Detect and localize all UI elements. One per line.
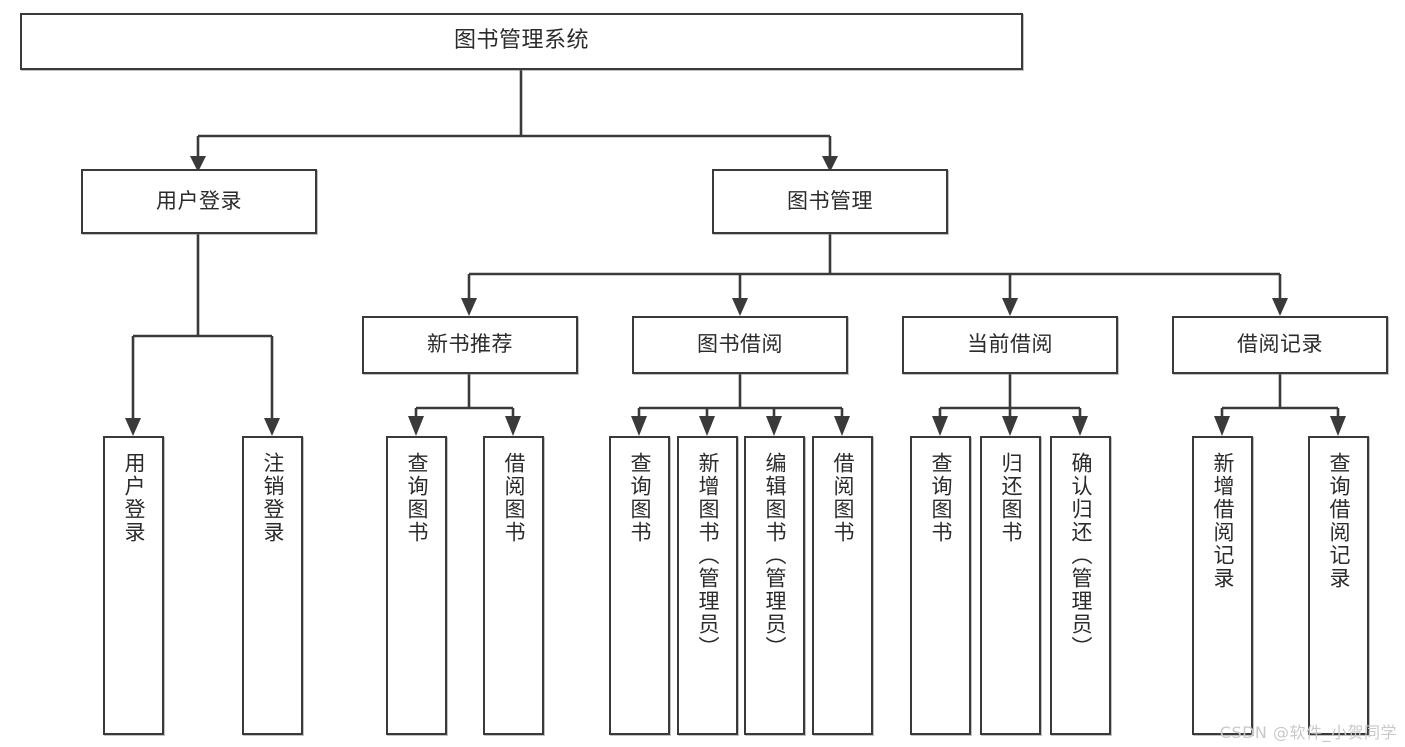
node-user-login[interactable]: 用户登录: [81, 169, 317, 234]
leaf-borrow-edit-book[interactable]: 编辑图书（管理员）: [744, 436, 805, 735]
node-label: 借阅图书: [502, 452, 526, 544]
node-new-book-recommend[interactable]: 新书推荐: [362, 316, 578, 374]
node-root[interactable]: 图书管理系统: [20, 13, 1023, 70]
node-label: 新书推荐: [427, 332, 513, 357]
node-label: 借阅记录: [1237, 332, 1323, 357]
leaf-records-query-record[interactable]: 查询借阅记录: [1308, 436, 1369, 735]
node-label: 注销登录: [261, 452, 285, 544]
leaf-new-book-query[interactable]: 查询图书: [386, 436, 447, 735]
node-label: 查询图书: [405, 452, 429, 544]
node-borrow-records[interactable]: 借阅记录: [1172, 316, 1388, 374]
leaf-current-query-book[interactable]: 查询图书: [910, 436, 971, 735]
node-book-borrow[interactable]: 图书借阅: [632, 316, 848, 374]
leaf-current-return-book[interactable]: 归还图书: [980, 436, 1041, 735]
watermark: CSDN @软件_小贺同学: [1219, 723, 1397, 742]
node-current-borrow[interactable]: 当前借阅: [902, 316, 1118, 374]
node-label: 图书管理: [787, 188, 873, 213]
node-label: 图书管理系统: [453, 28, 589, 54]
leaf-current-confirm-return[interactable]: 确认归还（管理员）: [1050, 436, 1111, 735]
node-label: 新增借阅记录: [1211, 452, 1235, 590]
node-label: 归还图书: [999, 452, 1023, 544]
leaf-user-login-logout[interactable]: 注销登录: [242, 436, 303, 735]
leaf-user-login-login[interactable]: 用户登录: [103, 436, 164, 735]
node-label: 确认归还（管理员）: [1069, 452, 1093, 659]
leaf-new-book-borrow[interactable]: 借阅图书: [483, 436, 544, 735]
node-label: 新增图书（管理员）: [696, 452, 720, 659]
node-label: 借阅图书: [831, 452, 855, 544]
node-label: 查询图书: [929, 452, 953, 544]
node-book-management[interactable]: 图书管理: [712, 169, 948, 234]
leaf-borrow-query-book[interactable]: 查询图书: [609, 436, 670, 735]
node-label: 图书借阅: [697, 332, 783, 357]
node-label: 查询借阅记录: [1327, 452, 1351, 590]
node-label: 用户登录: [156, 188, 242, 213]
node-label: 当前借阅: [967, 332, 1053, 357]
leaf-borrow-add-book[interactable]: 新增图书（管理员）: [677, 436, 738, 735]
node-label: 编辑图书（管理员）: [763, 452, 787, 659]
node-label: 用户登录: [122, 452, 146, 544]
leaf-borrow-borrow-book[interactable]: 借阅图书: [812, 436, 873, 735]
node-label: 查询图书: [628, 452, 652, 544]
leaf-records-add-record[interactable]: 新增借阅记录: [1192, 436, 1253, 735]
